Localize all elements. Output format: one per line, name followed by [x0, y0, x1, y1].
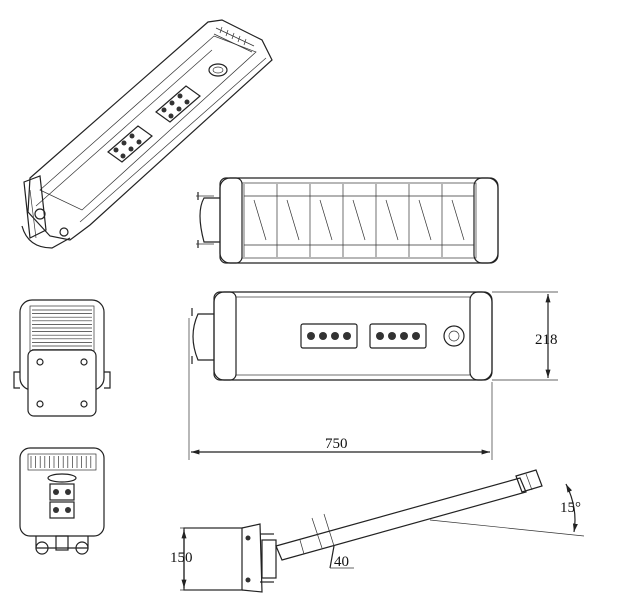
solar-cell-detail [352, 199, 366, 241]
solar-cells [243, 184, 465, 257]
front-view-led-side [191, 291, 493, 381]
tilt-angle-label: 15° [560, 500, 581, 516]
rear-vents [30, 456, 92, 468]
mount-height-label: 150 [170, 550, 193, 566]
dimension-length: 750 [188, 318, 493, 460]
solar-cell-detail [385, 199, 399, 241]
solar-cell-detail [286, 199, 300, 241]
dimension-height: 218 [492, 291, 558, 381]
dimension-pole-diameter: 40 [311, 513, 354, 570]
solar-cell-detail [418, 199, 432, 241]
length-label: 750 [325, 436, 348, 452]
dimension-mount-height: 150 [170, 527, 200, 591]
top-view-solar-panel [196, 177, 499, 264]
pole-mount-view [183, 469, 543, 593]
end-view-bracket [13, 299, 111, 417]
pole-diameter-label: 40 [334, 554, 349, 570]
solar-cell-detail [319, 199, 333, 241]
height-label: 218 [535, 332, 558, 348]
solar-cell-detail [451, 199, 465, 241]
solar-cell-detail [253, 199, 267, 241]
dimension-tilt-angle: 15° [429, 483, 585, 537]
isometric-view [21, 19, 273, 249]
rear-view [19, 447, 105, 555]
